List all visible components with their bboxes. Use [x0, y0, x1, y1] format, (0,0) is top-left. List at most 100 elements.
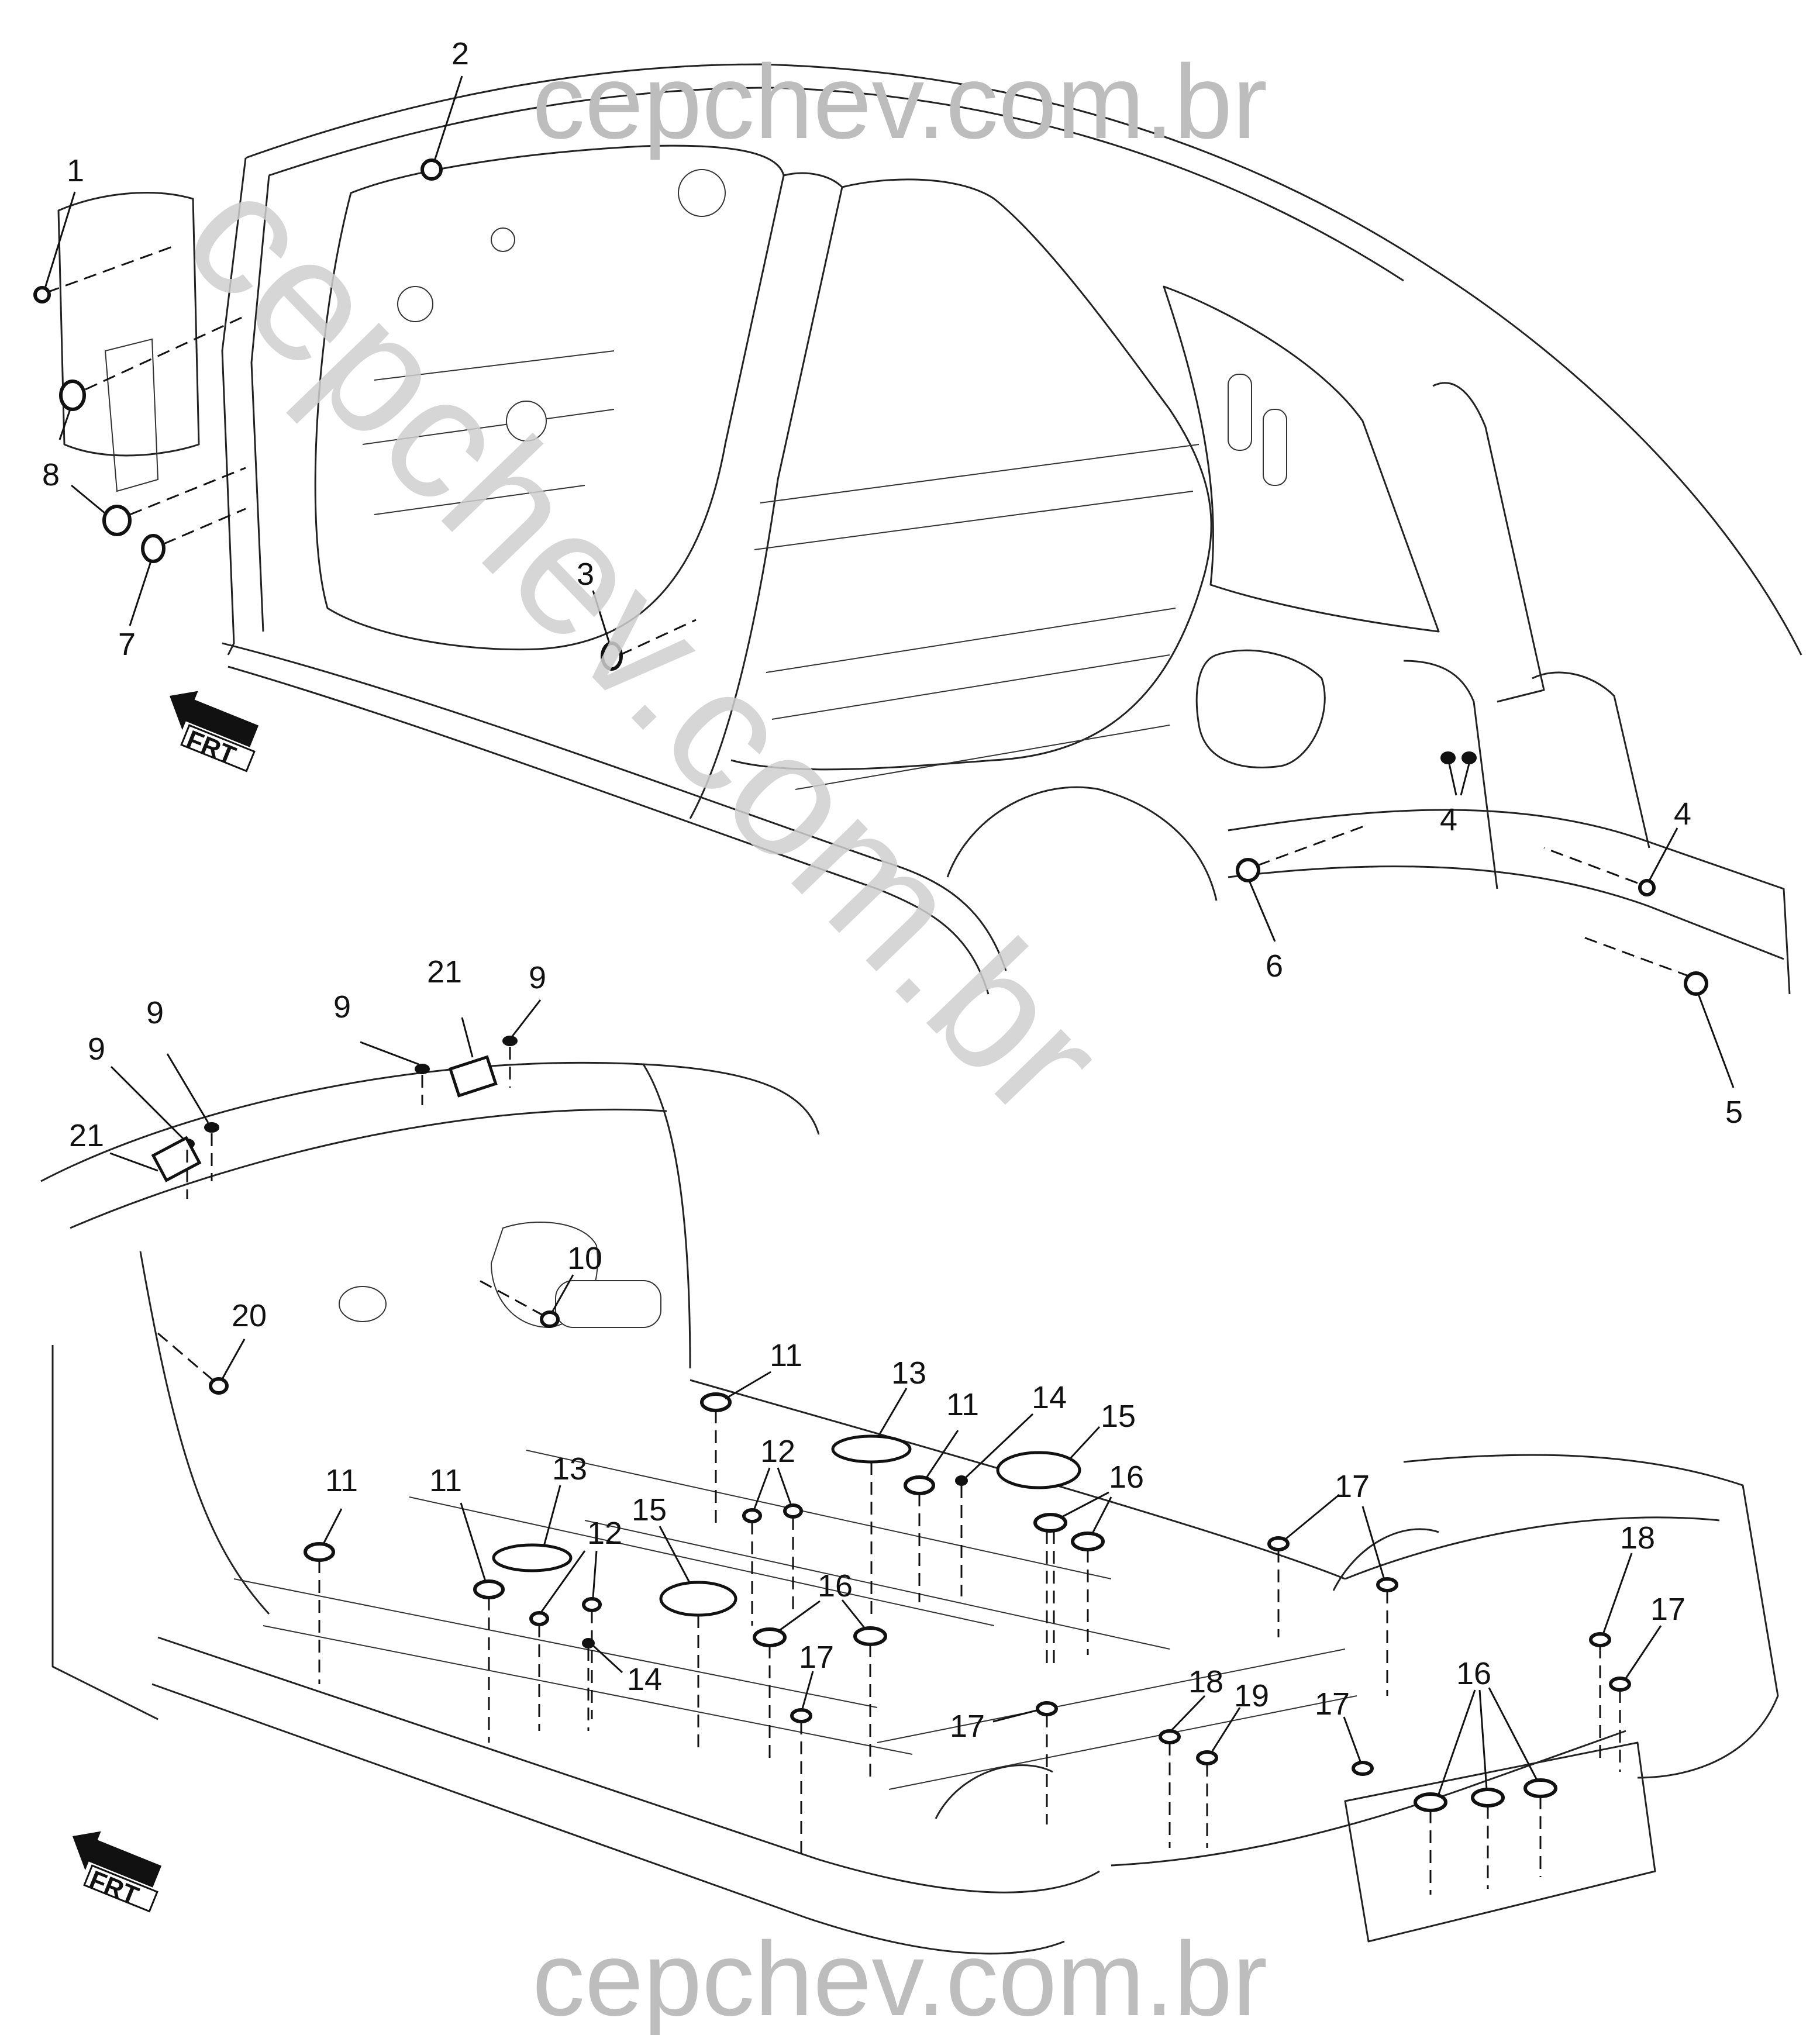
- front-direction-arrow-lower-visible: FRT: [73, 1831, 162, 1913]
- plug-3: [601, 641, 623, 671]
- tape-21a: [151, 1136, 202, 1182]
- callout-3: 3: [577, 557, 594, 592]
- callout-8: 8: [42, 457, 60, 492]
- plug-5: [1684, 971, 1708, 996]
- plug-11b: [904, 1475, 935, 1495]
- plug-16d: [853, 1626, 887, 1646]
- plug-4c: [1638, 879, 1656, 896]
- plug-11a: [700, 1392, 732, 1412]
- plug-14a: [955, 1475, 968, 1486]
- plug-16a: [1033, 1513, 1067, 1533]
- plug-11d: [473, 1579, 505, 1599]
- plug-12d: [582, 1597, 602, 1612]
- front-direction-arrow-upper: FRT: [170, 691, 259, 772]
- callout-9c: 9: [333, 989, 351, 1025]
- callout-20: 20: [232, 1298, 267, 1333]
- plug-13b: [492, 1543, 573, 1572]
- plug-10: [540, 1310, 560, 1328]
- plug-17d: [1036, 1701, 1058, 1716]
- upper-plugs: [33, 158, 1708, 996]
- callout-18a: 18: [1620, 1520, 1655, 1555]
- callout-7: 7: [118, 627, 136, 662]
- plug-4a: [1440, 751, 1456, 764]
- callout-16a: 16: [1109, 1460, 1144, 1495]
- plug-15b: [659, 1581, 737, 1617]
- plug-9c: [415, 1064, 430, 1074]
- plug-18b: [1159, 1729, 1181, 1744]
- callout-15a: 15: [1101, 1399, 1136, 1434]
- plug-7: [141, 534, 166, 563]
- callout-labels: 1 2 3 4 4 5 6 7 8 9 9 9 9 10 11 11 11 11…: [42, 36, 1743, 1744]
- callout-9b: 9: [146, 995, 164, 1030]
- tape-21b: [448, 1055, 498, 1098]
- plug-13a: [831, 1434, 912, 1464]
- callout-12b: 12: [587, 1516, 622, 1551]
- callout-18b: 18: [1188, 1664, 1223, 1699]
- lower-plugs: [151, 1036, 1631, 1812]
- plug-20: [209, 1377, 229, 1395]
- callout-17e: 17: [1650, 1592, 1685, 1627]
- callout-17a: 17: [1335, 1469, 1370, 1504]
- plug-4b: [1461, 751, 1477, 764]
- plug-17e: [1352, 1761, 1374, 1776]
- watermark-diagonal: cepchev.com.br: [148, 135, 1141, 1154]
- plug-16g: [1523, 1778, 1557, 1798]
- plug-12b: [783, 1503, 803, 1519]
- callout-17c: 17: [950, 1709, 985, 1744]
- plug-11c: [304, 1542, 335, 1562]
- callout-16c: 16: [1456, 1656, 1491, 1691]
- plug-8b: [102, 505, 132, 536]
- callout-9a: 9: [88, 1032, 105, 1067]
- callout-13b: 13: [552, 1451, 587, 1486]
- plug-8a: [59, 380, 86, 411]
- plug-16c: [753, 1627, 787, 1647]
- plug-15a: [996, 1451, 1081, 1489]
- plug-6: [1236, 858, 1260, 882]
- callout-16b: 16: [818, 1568, 853, 1603]
- plug-19: [1196, 1750, 1218, 1765]
- plug-17f: [1609, 1677, 1631, 1692]
- callout-15b: 15: [632, 1492, 667, 1527]
- lower-underbody-illustration: [40, 1061, 1779, 1955]
- callout-13a: 13: [891, 1355, 926, 1391]
- lower-leaders: [109, 999, 1662, 1895]
- callout-14a: 14: [1032, 1380, 1067, 1415]
- callout-11a: 11: [770, 1338, 802, 1373]
- callout-21a: 21: [69, 1118, 104, 1153]
- plug-16f: [1471, 1788, 1505, 1808]
- watermark-bottom: cepchev.com.br: [532, 1920, 1267, 2035]
- upper-leaders: [43, 75, 1735, 1088]
- callout-2: 2: [451, 36, 469, 71]
- plug-16b: [1071, 1532, 1105, 1551]
- callout-4a: 4: [1440, 802, 1457, 837]
- callout-4b: 4: [1674, 796, 1691, 832]
- plug-16e: [1414, 1792, 1447, 1812]
- callout-6: 6: [1266, 948, 1283, 984]
- callout-17d: 17: [1315, 1686, 1350, 1722]
- upper-body-side-illustration: [57, 63, 1802, 995]
- watermarks: cepchev.com.br cepchev.com.br cepchev.co…: [148, 43, 1267, 2035]
- plug-1: [33, 286, 51, 303]
- watermark-top: cepchev.com.br: [532, 43, 1267, 161]
- plug-18a: [1589, 1632, 1611, 1647]
- callout-10: 10: [567, 1241, 602, 1276]
- plug-9b: [204, 1122, 219, 1133]
- plug-17b: [1376, 1577, 1398, 1592]
- callout-17b: 17: [799, 1640, 834, 1675]
- plug-12a: [742, 1508, 762, 1523]
- plug-2: [420, 158, 443, 181]
- callout-5: 5: [1725, 1095, 1743, 1130]
- plug-12c: [529, 1611, 549, 1626]
- callout-19: 19: [1234, 1678, 1269, 1713]
- callout-9d: 9: [529, 960, 546, 995]
- plug-17c: [790, 1708, 812, 1723]
- callout-12a: 12: [760, 1434, 795, 1469]
- callout-11d: 11: [429, 1463, 462, 1498]
- plug-9d: [502, 1036, 518, 1046]
- plug-17a: [1267, 1536, 1290, 1551]
- callout-14b: 14: [627, 1662, 662, 1697]
- callout-1: 1: [67, 153, 84, 188]
- callout-21b: 21: [427, 954, 462, 989]
- callout-11b: 11: [946, 1387, 979, 1422]
